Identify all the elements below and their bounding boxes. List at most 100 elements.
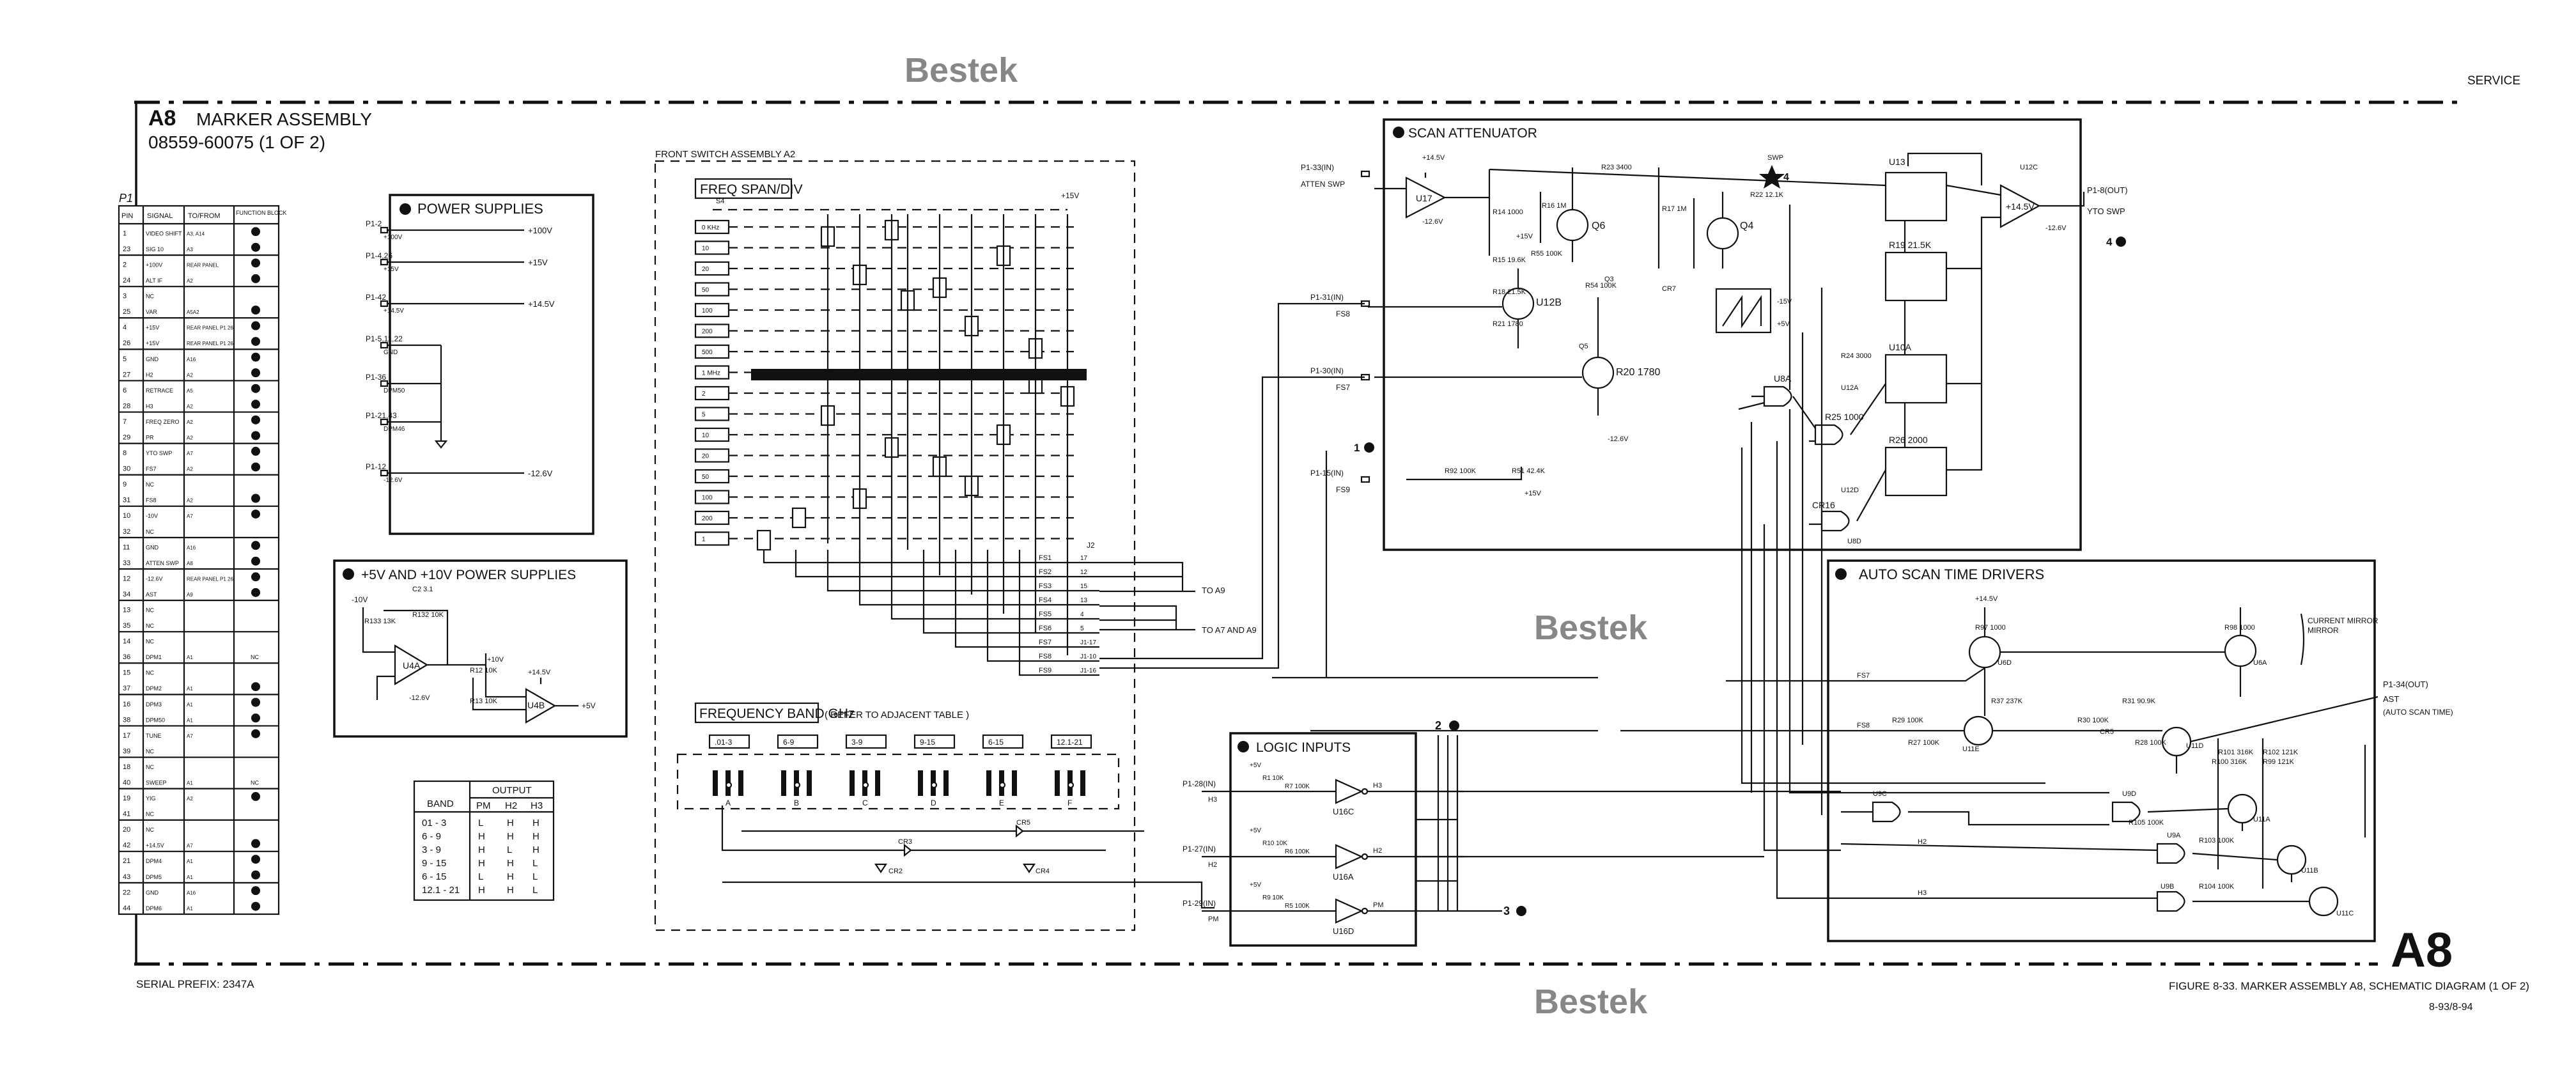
as-part-label: R104 100K: [2199, 883, 2235, 891]
sa-part-label: R21 1780: [1493, 320, 1523, 328]
function-block-badge: [251, 227, 260, 237]
band-contact[interactable]: [850, 770, 855, 796]
band-contact[interactable]: [781, 770, 786, 796]
u9d-gate: [2111, 801, 2141, 823]
sa-input-pin: P1-30(IN): [1310, 366, 1344, 375]
pin-table-row-signal: SWEEP: [146, 780, 167, 786]
span-position-box[interactable]: [694, 448, 730, 463]
ref-2d: [1449, 720, 1459, 731]
plus10v-label: +10V: [487, 656, 504, 664]
band-label: 6-9: [783, 738, 795, 747]
band-contact[interactable]: [943, 770, 949, 796]
span-position-box[interactable]: [694, 385, 730, 401]
band-contact[interactable]: [713, 770, 718, 796]
watermark: Bestek: [904, 51, 1018, 90]
small-supplies-title: +5V AND +10V POWER SUPPLIES: [361, 568, 576, 582]
band-contact[interactable]: [918, 770, 923, 796]
sa-part-label: U12C: [2020, 164, 2038, 171]
function-block-badge: [251, 384, 260, 393]
as-part-label: U6D: [1998, 659, 2012, 667]
span-position-box[interactable]: [694, 261, 730, 276]
ps-pin-label: P1-12: [366, 462, 386, 471]
c2-label: C2 3.1: [412, 586, 433, 593]
r132-label: R132 10K: [412, 611, 444, 619]
band-contact[interactable]: [986, 770, 991, 796]
band-contact[interactable]: [738, 770, 743, 796]
switch-contact: [756, 529, 772, 551]
pin-table-row-pin: 21: [123, 857, 130, 865]
band-contact[interactable]: [1080, 770, 1085, 796]
plus5v-label-i: +5V: [582, 701, 596, 710]
pin-table-row-signal: GND: [146, 356, 159, 362]
pin-table-row-tofrom: REAR PANEL P1 26: [187, 341, 233, 346]
sa-part-label: R14 1000: [1493, 208, 1523, 216]
u8d-gate: [1820, 510, 1850, 532]
pin-table-row-function: D: [253, 417, 258, 424]
ps-out-label: +100V: [528, 226, 552, 235]
pin-table-row-tofrom: A16: [187, 890, 196, 896]
pin-table-row-pin: 18: [123, 763, 130, 771]
pin-table-row-pin: 22: [123, 889, 130, 896]
q3-transistor: [1581, 356, 1615, 389]
pin-table-row-signal: +15V: [146, 340, 159, 346]
band-label-box: [1050, 734, 1092, 749]
ps-pin-label: P1-5,11,22: [366, 334, 403, 343]
output-header: OUTPUT: [492, 785, 532, 796]
band-contact[interactable]: [807, 770, 812, 796]
pin-table-row-tofrom: A7: [187, 733, 193, 739]
sa-input-connector: [1360, 170, 1370, 178]
pin-table-row-pin: 38: [123, 716, 130, 724]
pin-table-row-pin: 24: [123, 277, 130, 284]
u11a-transistor: [2227, 793, 2258, 824]
span-position-box[interactable]: [694, 427, 730, 442]
pin-table-row-function: H: [253, 355, 258, 361]
as-part-label: H2: [1918, 838, 1927, 846]
pin-table-row-signal: NC: [146, 529, 154, 535]
span-position-box[interactable]: [694, 407, 730, 421]
span-selector-bar[interactable]: [751, 369, 1087, 380]
pin-table-row-pin: 31: [123, 497, 130, 504]
pin-table-row-signal: VIDEO SHIFT: [146, 230, 182, 237]
band-row-h2: H: [507, 885, 514, 896]
logic-pin-label: P1-28(IN): [1183, 779, 1216, 788]
span-position-box[interactable]: [694, 282, 730, 297]
u10a-gate: [1814, 424, 1843, 446]
band-contact[interactable]: [1055, 770, 1060, 796]
span-position-box[interactable]: [694, 469, 730, 484]
span-position-label: 20: [702, 266, 710, 273]
pin-table-row-tofrom: A1: [187, 686, 193, 692]
pin-table-row-pin: 9: [123, 481, 127, 488]
ps-out-label: -12.6V: [528, 469, 553, 478]
function-block-badge: [251, 713, 260, 723]
pin-table-row-function: A: [253, 370, 257, 377]
u17-opamp: [1405, 176, 1447, 219]
span-position-box[interactable]: [694, 531, 730, 546]
u11c-transistor: [2308, 886, 2339, 917]
pin-table-row-pin: 30: [123, 465, 130, 473]
span-position-label: 20: [702, 453, 710, 460]
band-contact[interactable]: [1012, 770, 1017, 796]
pin-table-row-function: B: [253, 496, 257, 502]
diode-cr3: [903, 843, 912, 857]
minus12v-label: -12.6V: [409, 694, 430, 702]
band-contact[interactable]: [875, 770, 880, 796]
u12b-label: R19 21.5K: [1889, 240, 1932, 250]
u13-label: +14.5V: [2006, 201, 2035, 212]
as-part-label: H3: [1918, 889, 1927, 897]
ref-4f: [2116, 237, 2126, 247]
pin-table-row-signal: RETRACE: [146, 387, 173, 394]
pin-table-row-pin: 5: [123, 355, 127, 363]
band-letter: A: [725, 798, 731, 807]
pin-table-row-pin: 43: [123, 873, 130, 881]
cr4-label: CR4: [1036, 868, 1050, 875]
span-position-box[interactable]: [694, 240, 730, 255]
pin-table-row-signal: SIG 10: [146, 246, 164, 253]
pin-table-row-signal: NC: [146, 748, 154, 754]
as-part-label: R37 237K: [1991, 697, 2023, 705]
pin-table-row-signal: NC: [146, 293, 154, 300]
block-letter-h: [400, 203, 411, 215]
sa-part-label: -12.6V: [1422, 218, 1443, 226]
